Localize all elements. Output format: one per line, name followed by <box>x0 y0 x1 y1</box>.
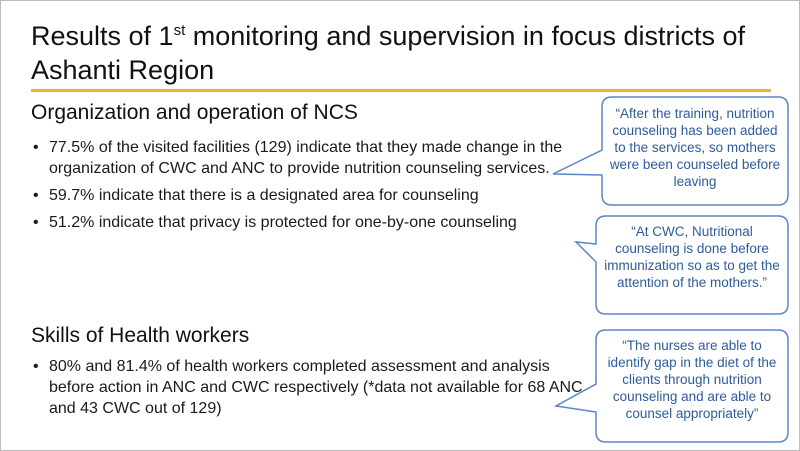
ncs-bullet-list: 77.5% of the visited facilities (129) in… <box>31 137 586 239</box>
bullet-item: 59.7% indicate that there is a designate… <box>31 185 586 206</box>
slide-title: Results of 1st monitoring and supervisio… <box>31 19 761 87</box>
bullet-item: 80% and 81.4% of health workers complete… <box>31 356 591 419</box>
bullet-item: 51.2% indicate that privacy is protected… <box>31 212 586 233</box>
callout-quote-2: “At CWC, Nutritional counseling is done … <box>604 224 780 290</box>
bullet-item: 77.5% of the visited facilities (129) in… <box>31 137 586 179</box>
title-superscript: st <box>173 22 186 39</box>
section-heading-skills: Skills of Health workers <box>31 324 250 347</box>
title-underline <box>31 89 771 92</box>
callout-quote-1: “After the training, nutrition counselin… <box>609 106 781 189</box>
section-heading-ncs: Organization and operation of NCS <box>31 101 358 124</box>
title-part1: Results of 1 <box>31 21 174 51</box>
callout-quote-3: “The nurses are able to identify gap in … <box>607 338 777 421</box>
skills-bullet-list: 80% and 81.4% of health workers complete… <box>31 356 591 425</box>
title-part2: monitoring and supervision in focus dist… <box>31 21 746 85</box>
